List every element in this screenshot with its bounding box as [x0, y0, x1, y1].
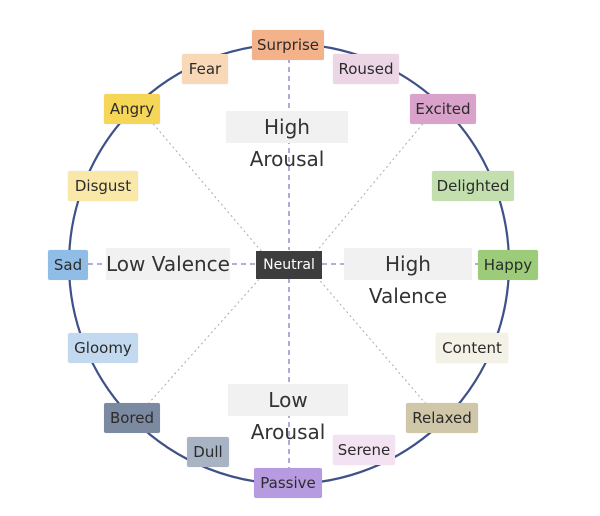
- axis-label-low-valence: Low Valence: [106, 248, 230, 280]
- emotion-passive: Passive: [254, 468, 322, 498]
- axis-label-high-arousal: High Arousal: [226, 111, 348, 171]
- emotion-delighted: Delighted: [432, 171, 514, 201]
- emotion-surprise: Surprise: [252, 30, 324, 60]
- emotion-roused: Roused: [333, 54, 399, 84]
- emotion-content: Content: [436, 333, 508, 363]
- emotion-sad: Sad: [48, 250, 88, 280]
- diagonal-line-excited: [315, 119, 427, 253]
- emotion-relaxed: Relaxed: [406, 403, 478, 433]
- emotion-bored: Bored: [104, 403, 160, 433]
- emotion-disgust: Disgust: [68, 171, 138, 201]
- emotion-dull: Dull: [187, 437, 229, 467]
- axis-label-low-arousal: Low Arousal: [228, 384, 348, 444]
- emotion-serene: Serene: [333, 435, 395, 465]
- emotion-angry: Angry: [104, 94, 160, 124]
- emotion-excited: Excited: [410, 94, 476, 124]
- emotion-happy: Happy: [478, 250, 538, 280]
- diagonal-line-angry: [149, 119, 263, 253]
- axis-label-high-valence: High Valence: [344, 248, 472, 308]
- neutral-center-box: Neutral: [256, 251, 322, 279]
- emotion-gloomy: Gloomy: [68, 333, 138, 363]
- emotion-fear: Fear: [182, 54, 228, 84]
- diagonal-line-bored: [147, 275, 263, 405]
- diagonal-line-relaxed: [315, 275, 427, 405]
